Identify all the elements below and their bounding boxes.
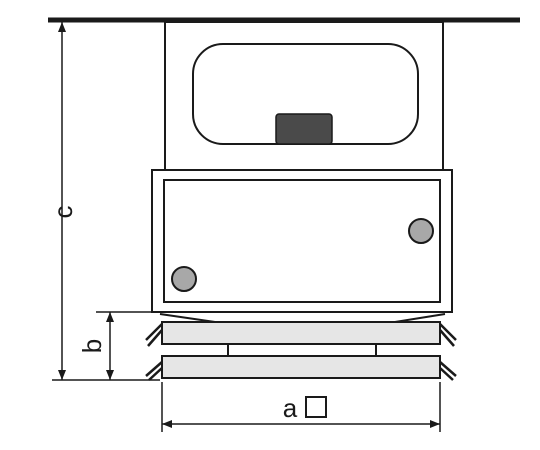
indicator-lamp-icon [275,113,333,145]
front-panel-inner [163,179,441,303]
dimension-c: c [48,22,160,381]
square-symbol-icon [305,396,327,418]
dimension-b: b [77,311,160,380]
dimension-label-b: b [77,339,107,353]
dimension-a: a [161,382,441,432]
dimension-label-c: c [48,206,78,219]
mounting-bolt-icon [171,266,197,292]
dimension-label-a: a [283,393,298,423]
brush-assembly [145,313,457,381]
mounting-bolt-icon [408,218,434,244]
